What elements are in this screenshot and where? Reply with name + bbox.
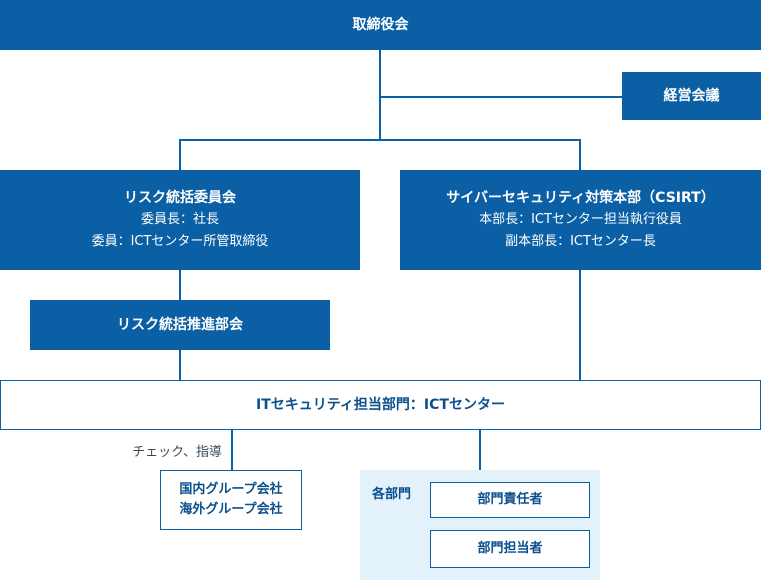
management-meeting-label: 経営会議 bbox=[663, 88, 720, 104]
risk-promotion-box: リスク統括推進部会 bbox=[30, 300, 330, 350]
risk-committee-member: 委員：ICTセンター所管取締役 bbox=[91, 234, 269, 249]
connector-it-to-groups bbox=[231, 430, 233, 470]
it-security-dept-box: ITセキュリティ担当部門：ICTセンター bbox=[0, 380, 761, 430]
it-security-dept-label: ITセキュリティ担当部門：ICTセンター bbox=[256, 397, 505, 413]
csirt-title: サイバーセキュリティ対策本部（CSIRT） bbox=[446, 190, 715, 206]
department-manager-box: 部門責任者 bbox=[430, 482, 590, 518]
management-meeting-box: 経営会議 bbox=[622, 72, 761, 120]
csirt-box: サイバーセキュリティ対策本部（CSIRT） 本部長：ICTセンター担当執行役員 … bbox=[400, 170, 761, 270]
department-staff-label: 部門担当者 bbox=[477, 541, 543, 556]
connector-to-csirt bbox=[579, 139, 581, 170]
board-label: 取締役会 bbox=[352, 17, 409, 33]
department-manager-label: 部門責任者 bbox=[477, 492, 543, 507]
departments-area: 各部門 部門責任者 部門担当者 bbox=[360, 470, 600, 580]
connector-board-down bbox=[379, 50, 381, 141]
group-companies-box: 国内グループ会社 海外グループ会社 bbox=[160, 470, 302, 530]
risk-committee-box: リスク統括委員会 委員長：社長 委員：ICTセンター所管取締役 bbox=[0, 170, 360, 270]
connector-csirt-to-it bbox=[579, 270, 581, 380]
domestic-group-label: 国内グループ会社 bbox=[179, 482, 283, 497]
connector-to-risk-committee bbox=[179, 139, 181, 170]
connector-branch-horizontal bbox=[179, 139, 581, 141]
overseas-group-label: 海外グループ会社 bbox=[179, 502, 283, 517]
board-of-directors-box: 取締役会 bbox=[0, 0, 761, 50]
connector-it-to-departments bbox=[479, 430, 481, 470]
csirt-deputy: 副本部長：ICTセンター長 bbox=[505, 234, 656, 249]
csirt-head: 本部長：ICTセンター担当執行役員 bbox=[479, 212, 682, 227]
risk-committee-title: リスク統括委員会 bbox=[124, 190, 236, 206]
departments-label: 各部門 bbox=[372, 487, 412, 502]
connector-promotion-to-it bbox=[179, 350, 181, 380]
department-staff-box: 部門担当者 bbox=[430, 530, 590, 568]
risk-promotion-label: リスク統括推進部会 bbox=[117, 317, 243, 333]
connector-to-management-meeting bbox=[380, 96, 622, 98]
connector-risk-to-promotion bbox=[179, 270, 181, 300]
risk-committee-chair: 委員長：社長 bbox=[140, 212, 219, 227]
check-guidance-label: チェック、指導 bbox=[132, 445, 222, 460]
